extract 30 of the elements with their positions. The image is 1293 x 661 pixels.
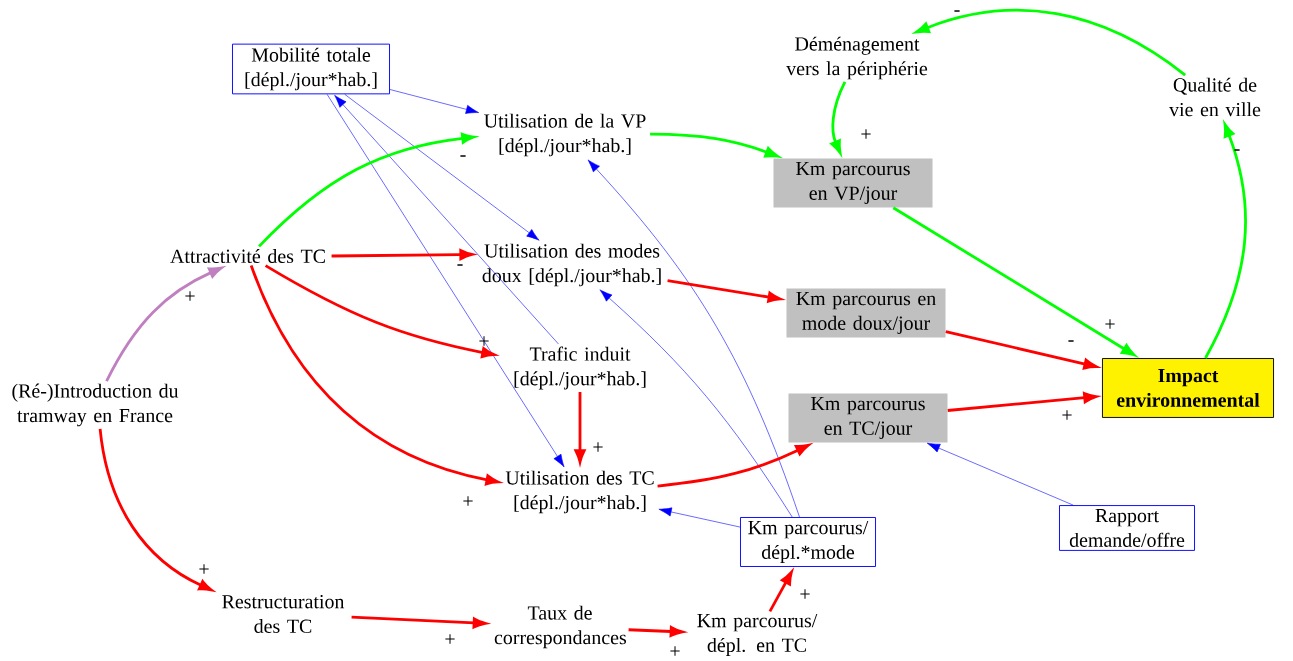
level-box: Km parcourus en VP/jour	[773, 158, 933, 208]
polarity-sign: +	[800, 589, 810, 599]
impact-box: Impact environnemental	[1102, 358, 1274, 418]
variable-box: Km parcourus/ dépl.*mode	[740, 517, 876, 567]
plain-text: Restructuration des TC	[222, 595, 345, 633]
plain-text: Déménagement vers la périphérie	[786, 36, 928, 80]
variable-box: Rapport demande/offre	[1059, 505, 1195, 551]
polarity-sign: +	[861, 129, 871, 139]
arrow	[599, 289, 793, 518]
plain-text: Attractivité des TC	[170, 248, 325, 263]
plain-text: Utilisation des modes doux [dépl./jour*hab.]	[482, 243, 661, 287]
plain-text: Taux de correspondances	[494, 605, 626, 649]
polarity-sign: +	[593, 442, 603, 452]
polarity-sign: +	[670, 646, 680, 656]
plain-text: Km parcourus/ dépl. en TC	[697, 614, 818, 656]
variable-box: Mobilité totale [dépl./jour*hab.]	[232, 43, 390, 95]
plain-text: (Ré-)Introduction du tramway en France	[12, 383, 179, 427]
arrow	[389, 89, 479, 114]
polarity-sign: +	[185, 291, 195, 301]
arrow	[927, 442, 1074, 506]
plain-text: Utilisation de la VP [dépl./jour*hab.]	[484, 113, 646, 157]
arrow	[658, 507, 741, 528]
plain-text: Utilisation des TC [dépl./jour*hab.]	[505, 470, 654, 514]
level-box: Km parcourus en TC/jour	[788, 393, 948, 443]
polarity-sign: +	[463, 496, 473, 506]
plain-text: Trafic induit [dépl./jour*hab.]	[514, 346, 646, 390]
arrow	[587, 159, 800, 518]
plain-text: Qualité de vie en ville	[1169, 77, 1261, 117]
polarity-sign: +	[1062, 410, 1072, 420]
polarity-sign: +	[445, 634, 455, 644]
